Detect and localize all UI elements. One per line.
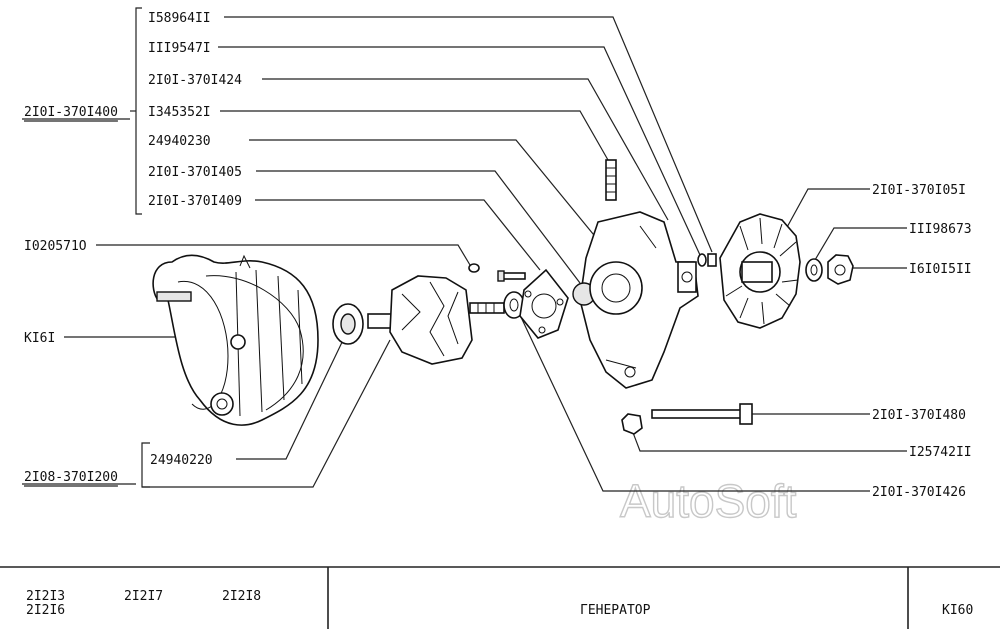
rotor (367, 275, 505, 365)
title-block: 2I2I3 2I2I7 2I2I8 2I2I6 ГЕНЕРАТОР KI60 (0, 566, 1000, 629)
bearing-rear (332, 303, 364, 345)
diagram-title: ГЕНЕРАТОР (580, 603, 651, 618)
tie-bolt-nut (621, 413, 643, 435)
label-c16: 2I0I-370I426 (872, 485, 966, 500)
pulley-nut (827, 254, 854, 285)
part-labels: I58964II III9547I 2I0I-370I424 I345352I … (24, 11, 972, 500)
leader-lines (22, 7, 907, 492)
label-assembly-a2: 2I08-370I200 (24, 470, 118, 485)
front-cover (572, 211, 699, 389)
tie-bolt (651, 403, 753, 425)
label-c11: 2I0I-370I05I (872, 183, 966, 198)
page-code: KI60 (942, 603, 973, 618)
model-2: 2I2I7 (124, 589, 163, 604)
label-c15: I25742II (909, 445, 972, 460)
key (707, 253, 717, 267)
label-c4: I345352I (148, 105, 211, 120)
label-c1: I58964II (148, 11, 211, 26)
label-c14: 2I0I-370I480 (872, 408, 966, 423)
label-c6: 2I0I-370I405 (148, 165, 242, 180)
pulley-fan (719, 213, 801, 329)
model-3: 2I2I8 (222, 589, 261, 604)
model-1: 2I2I3 (26, 589, 65, 604)
label-c9: KI6I (24, 331, 55, 346)
stud (605, 159, 617, 201)
generator-housing (152, 254, 319, 426)
label-c10: 24940220 (150, 453, 213, 468)
label-c7: 2I0I-370I409 (148, 194, 242, 209)
label-assembly-a1: 2I0I-370I400 (24, 105, 118, 120)
washer-front (805, 258, 823, 282)
spring-washer (697, 253, 707, 267)
bearing-plate (519, 268, 569, 339)
label-c3: 2I0I-370I424 (148, 73, 242, 88)
model-4: 2I2I6 (26, 603, 65, 618)
label-c12: III98673 (909, 222, 972, 237)
screw (497, 270, 526, 282)
watermark: AutoSoft (620, 475, 797, 527)
label-c13: I6I0I5II (909, 262, 972, 277)
label-c5: 24940230 (148, 134, 211, 149)
label-c8: I020571O (24, 239, 87, 254)
label-c2: III9547I (148, 41, 211, 56)
small-pin (468, 263, 480, 273)
